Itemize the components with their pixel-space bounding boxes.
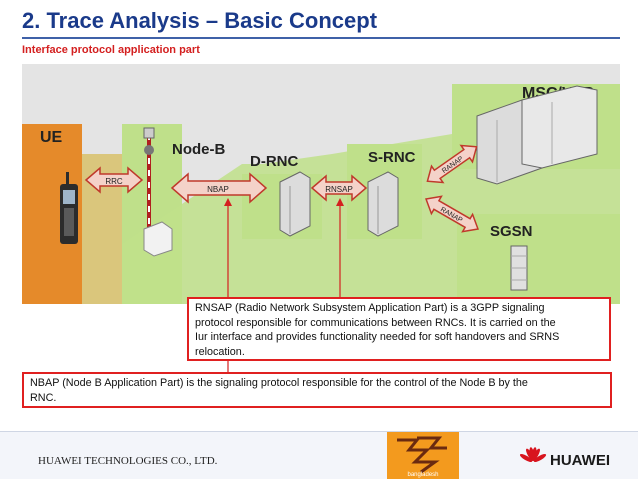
huawei-petals-icon	[520, 447, 547, 464]
nbap-callout: NBAP (Node B Application Part) is the si…	[22, 372, 612, 408]
node-b-label: Node-B	[172, 141, 225, 158]
partner-logo: bangladesh	[387, 432, 459, 479]
sgsn-label: SGSN	[490, 223, 533, 240]
rnsap-callout-line: RNSAP (Radio Network Subsystem Applicati…	[195, 301, 603, 316]
nbap-callout-line: NBAP (Node B Application Part) is the si…	[30, 376, 604, 391]
nbap-label: NBAP	[207, 185, 229, 194]
sgsn-server-icon	[511, 246, 527, 290]
rnsap-label: RNSAP	[325, 185, 353, 194]
rrc-label: RRC	[105, 177, 123, 186]
huawei-logo-text: HUAWEI	[550, 452, 610, 469]
node-b-cabinet-icon	[144, 222, 172, 256]
footer-company-name: HUAWEI TECHNOLOGIES CO., LTD.	[38, 455, 217, 467]
s-rnc-label: S-RNC	[368, 149, 416, 166]
rnsap-callout-line: protocol responsible for communications …	[195, 316, 603, 331]
slide-title: 2. Trace Analysis – Basic Concept	[22, 8, 377, 34]
d-rnc-cabinet-icon	[280, 172, 310, 236]
nbap-callout-line: RNC.	[30, 391, 604, 406]
s-rnc-cabinet-icon	[368, 172, 398, 236]
sgsn-panel	[457, 214, 620, 304]
rnsap-callout-line: Iur interface and provides functionality…	[195, 330, 603, 345]
rnsap-callout-line: relocation.	[195, 345, 603, 360]
ue-label: UE	[40, 129, 63, 146]
rnsap-callout: RNSAP (Radio Network Subsystem Applicati…	[187, 297, 611, 361]
slide-subtitle: Interface protocol application part	[22, 44, 200, 56]
partner-logo-text: bangladesh	[407, 472, 438, 478]
d-rnc-label: D-RNC	[250, 153, 298, 170]
title-divider	[22, 37, 620, 39]
huawei-logo: HUAWEI	[520, 446, 620, 472]
